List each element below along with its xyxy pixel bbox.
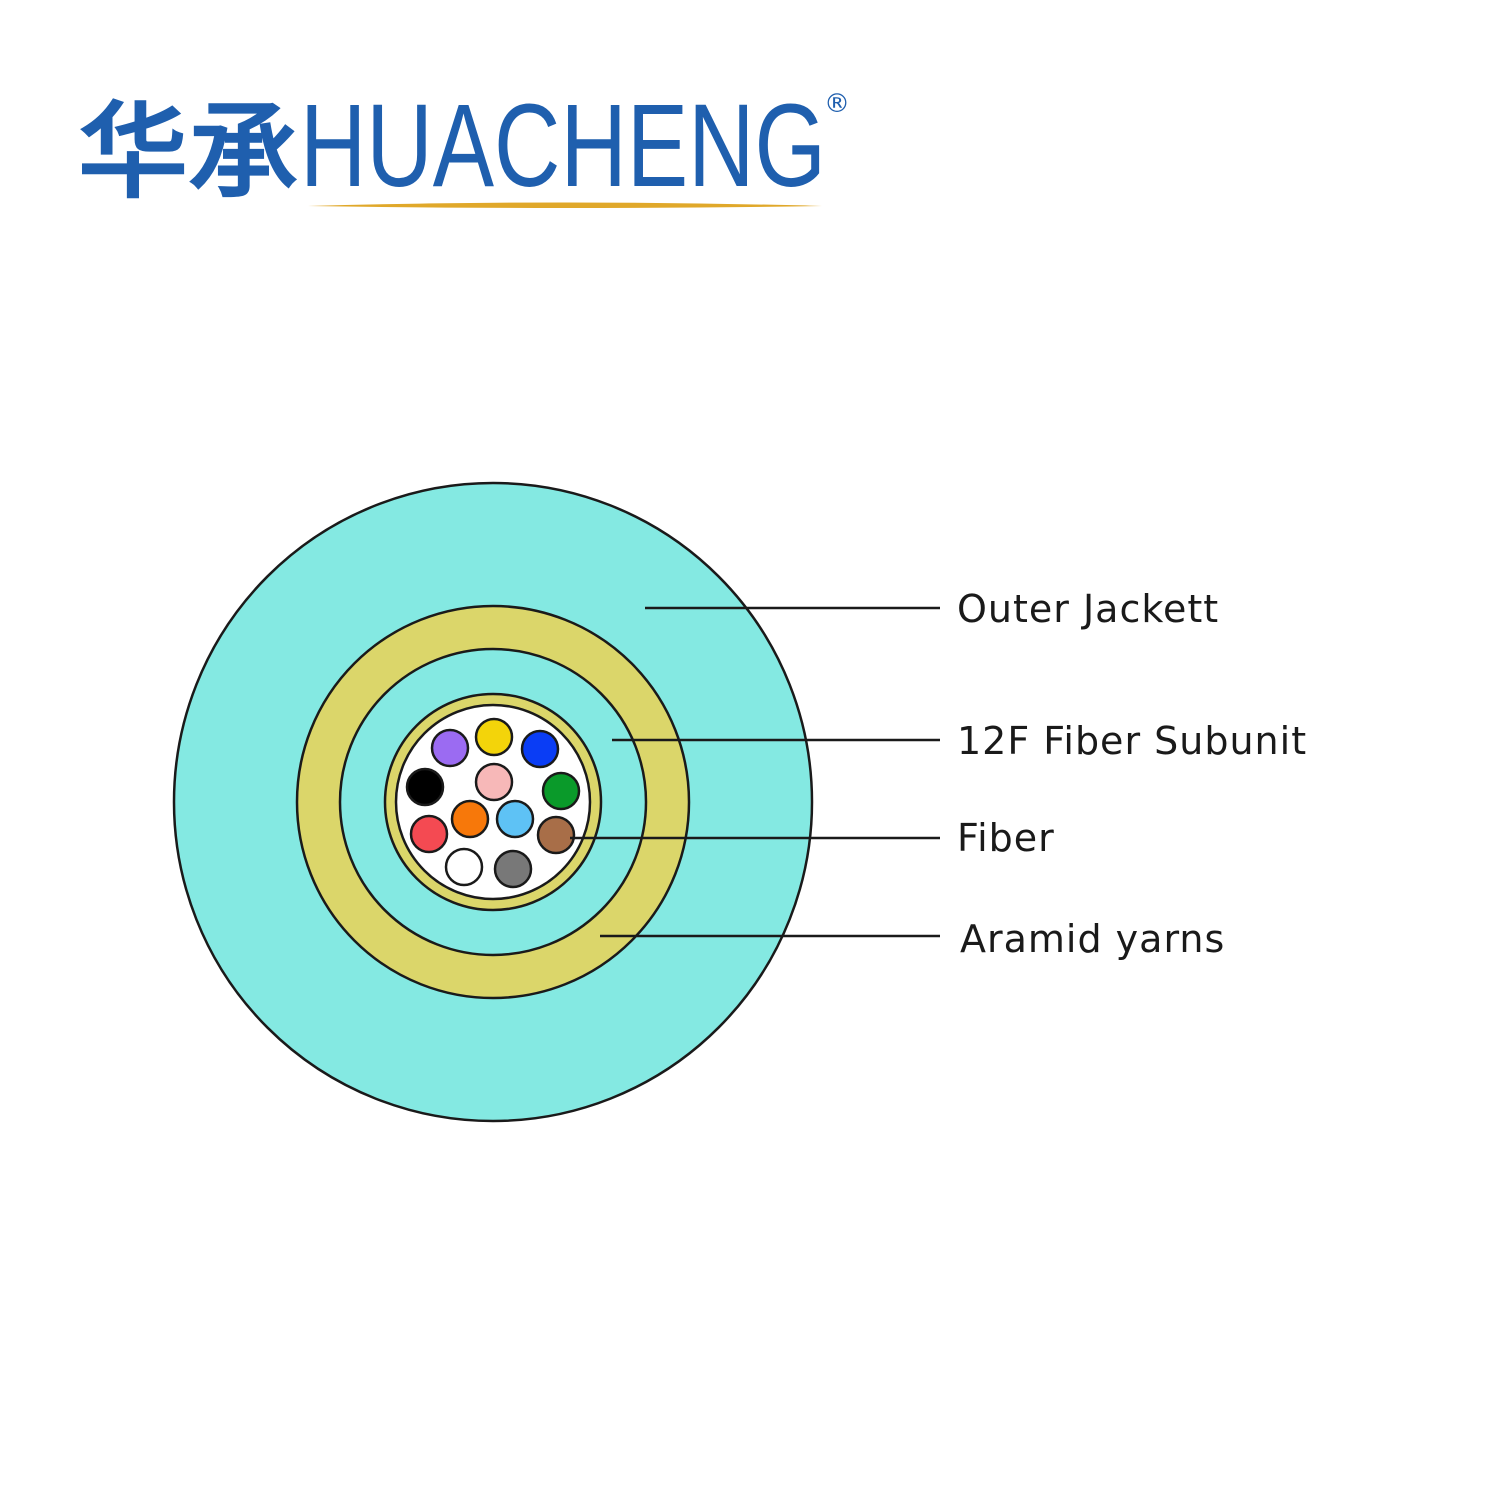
logo-underline — [308, 202, 822, 208]
registered-mark-icon: ® — [824, 89, 850, 119]
label-fiber: Fiber — [957, 816, 1055, 860]
logo-chinese-mark: 华承 — [78, 91, 298, 213]
fiber-blue — [520, 729, 560, 769]
fiber-aqua — [495, 799, 535, 839]
fiber-orange — [450, 799, 490, 839]
fiber-brown — [536, 815, 576, 855]
fiber-rose — [474, 762, 514, 802]
fiber-yellow — [474, 717, 514, 757]
huacheng-logo: 华承 HUACHENG ® — [78, 80, 850, 213]
label-fiber-subunit: 12F Fiber Subunit — [957, 719, 1308, 763]
fiber-violet — [430, 728, 470, 768]
fiber-slate — [493, 849, 533, 889]
label-outer-jacket: Outer Jackett — [957, 587, 1220, 631]
fiber-green — [541, 771, 581, 811]
fiber-black — [405, 767, 445, 807]
fiber-red — [409, 814, 449, 854]
fiber-white — [444, 847, 484, 887]
logo-wordmark: HUACHENG — [300, 80, 826, 212]
label-aramid-yarns: Aramid yarns — [960, 917, 1226, 961]
